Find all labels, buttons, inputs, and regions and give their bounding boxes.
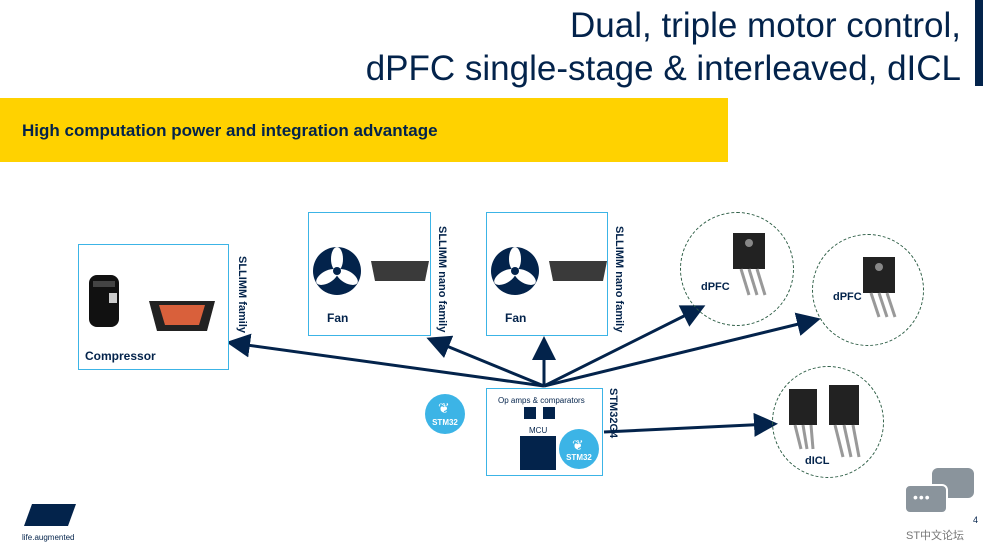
title-line-1: Dual, triple motor control, [570, 6, 961, 45]
fan-1-label: Fan [327, 311, 349, 325]
fan-2-label: Fan [505, 311, 527, 325]
dpfc-2-label: dPFC [833, 291, 862, 303]
slide-title: Dual, triple motor control, dPFC single-… [366, 4, 961, 90]
chat-bubble-icon: ••• [904, 468, 976, 518]
stm32-logo-text: STM32 [432, 418, 458, 427]
dicl-circle: dICL [772, 366, 884, 478]
mcu-label: MCU [529, 426, 548, 435]
fan-2-family-label: SLLIMM nano family [613, 226, 625, 333]
arrow-to-dicl [603, 412, 778, 437]
compressor-icon [89, 275, 215, 331]
comparator-chip [543, 407, 555, 419]
fan-icon [491, 247, 607, 295]
power-transistor-icon [863, 257, 897, 318]
dpfc-circle-1: dPFC [680, 212, 794, 326]
arrow-to-fan-1 [426, 335, 545, 388]
highlight-banner: High computation power and integration a… [0, 98, 728, 162]
banner-text: High computation power and integration a… [22, 121, 438, 140]
stm32-logo-badge: ❦ STM32 [425, 394, 465, 434]
butterfly-icon: ❦ [438, 400, 450, 416]
chat-bubble-front: ••• [904, 484, 948, 514]
stm32-badge-text: STM32 [566, 453, 592, 462]
op-amp-chip [524, 407, 536, 419]
mcu-chip [520, 436, 556, 470]
compressor-family-label: SLLIMM family [236, 256, 248, 334]
page-number: 4 [972, 515, 978, 525]
arrow-to-compressor [226, 333, 545, 388]
dpfc-1-label: dPFC [701, 281, 730, 293]
st-logo: life.augmented [22, 500, 92, 544]
title-line-2: dPFC single-stage & interleaved, dICL [365, 49, 961, 88]
ellipsis-icon: ••• [913, 489, 931, 505]
mcu-block: Op amps & comparators MCU STM32 ❦ [486, 388, 603, 476]
power-transistor-pair-icon [789, 385, 861, 458]
mcu-device-label: STM32G4 [607, 388, 619, 439]
stm32-badge: STM32 ❦ [559, 429, 599, 469]
logo-tagline: life.augmented [22, 533, 75, 542]
title-accent-bar [975, 0, 983, 86]
watermark-text: ST中文论坛 [906, 530, 965, 542]
dpfc-circle-2: dPFC [812, 234, 924, 346]
compressor-label: Compressor [85, 349, 156, 363]
fan-box-1: Fan [308, 212, 431, 336]
fan-box-2: Fan [486, 212, 608, 336]
st-logo-mark [23, 504, 77, 526]
power-transistor-icon [733, 233, 767, 296]
fan-icon [313, 247, 429, 295]
dicl-label: dICL [805, 455, 830, 467]
compressor-box: Compressor [78, 244, 229, 370]
arrow-to-dpfc-2 [543, 312, 821, 388]
op-amps-label: Op amps & comparators [498, 396, 585, 405]
arrow-to-dpfc-1 [543, 305, 706, 388]
butterfly-icon: ❦ [572, 437, 584, 453]
fan-1-family-label: SLLIMM nano family [436, 226, 448, 333]
